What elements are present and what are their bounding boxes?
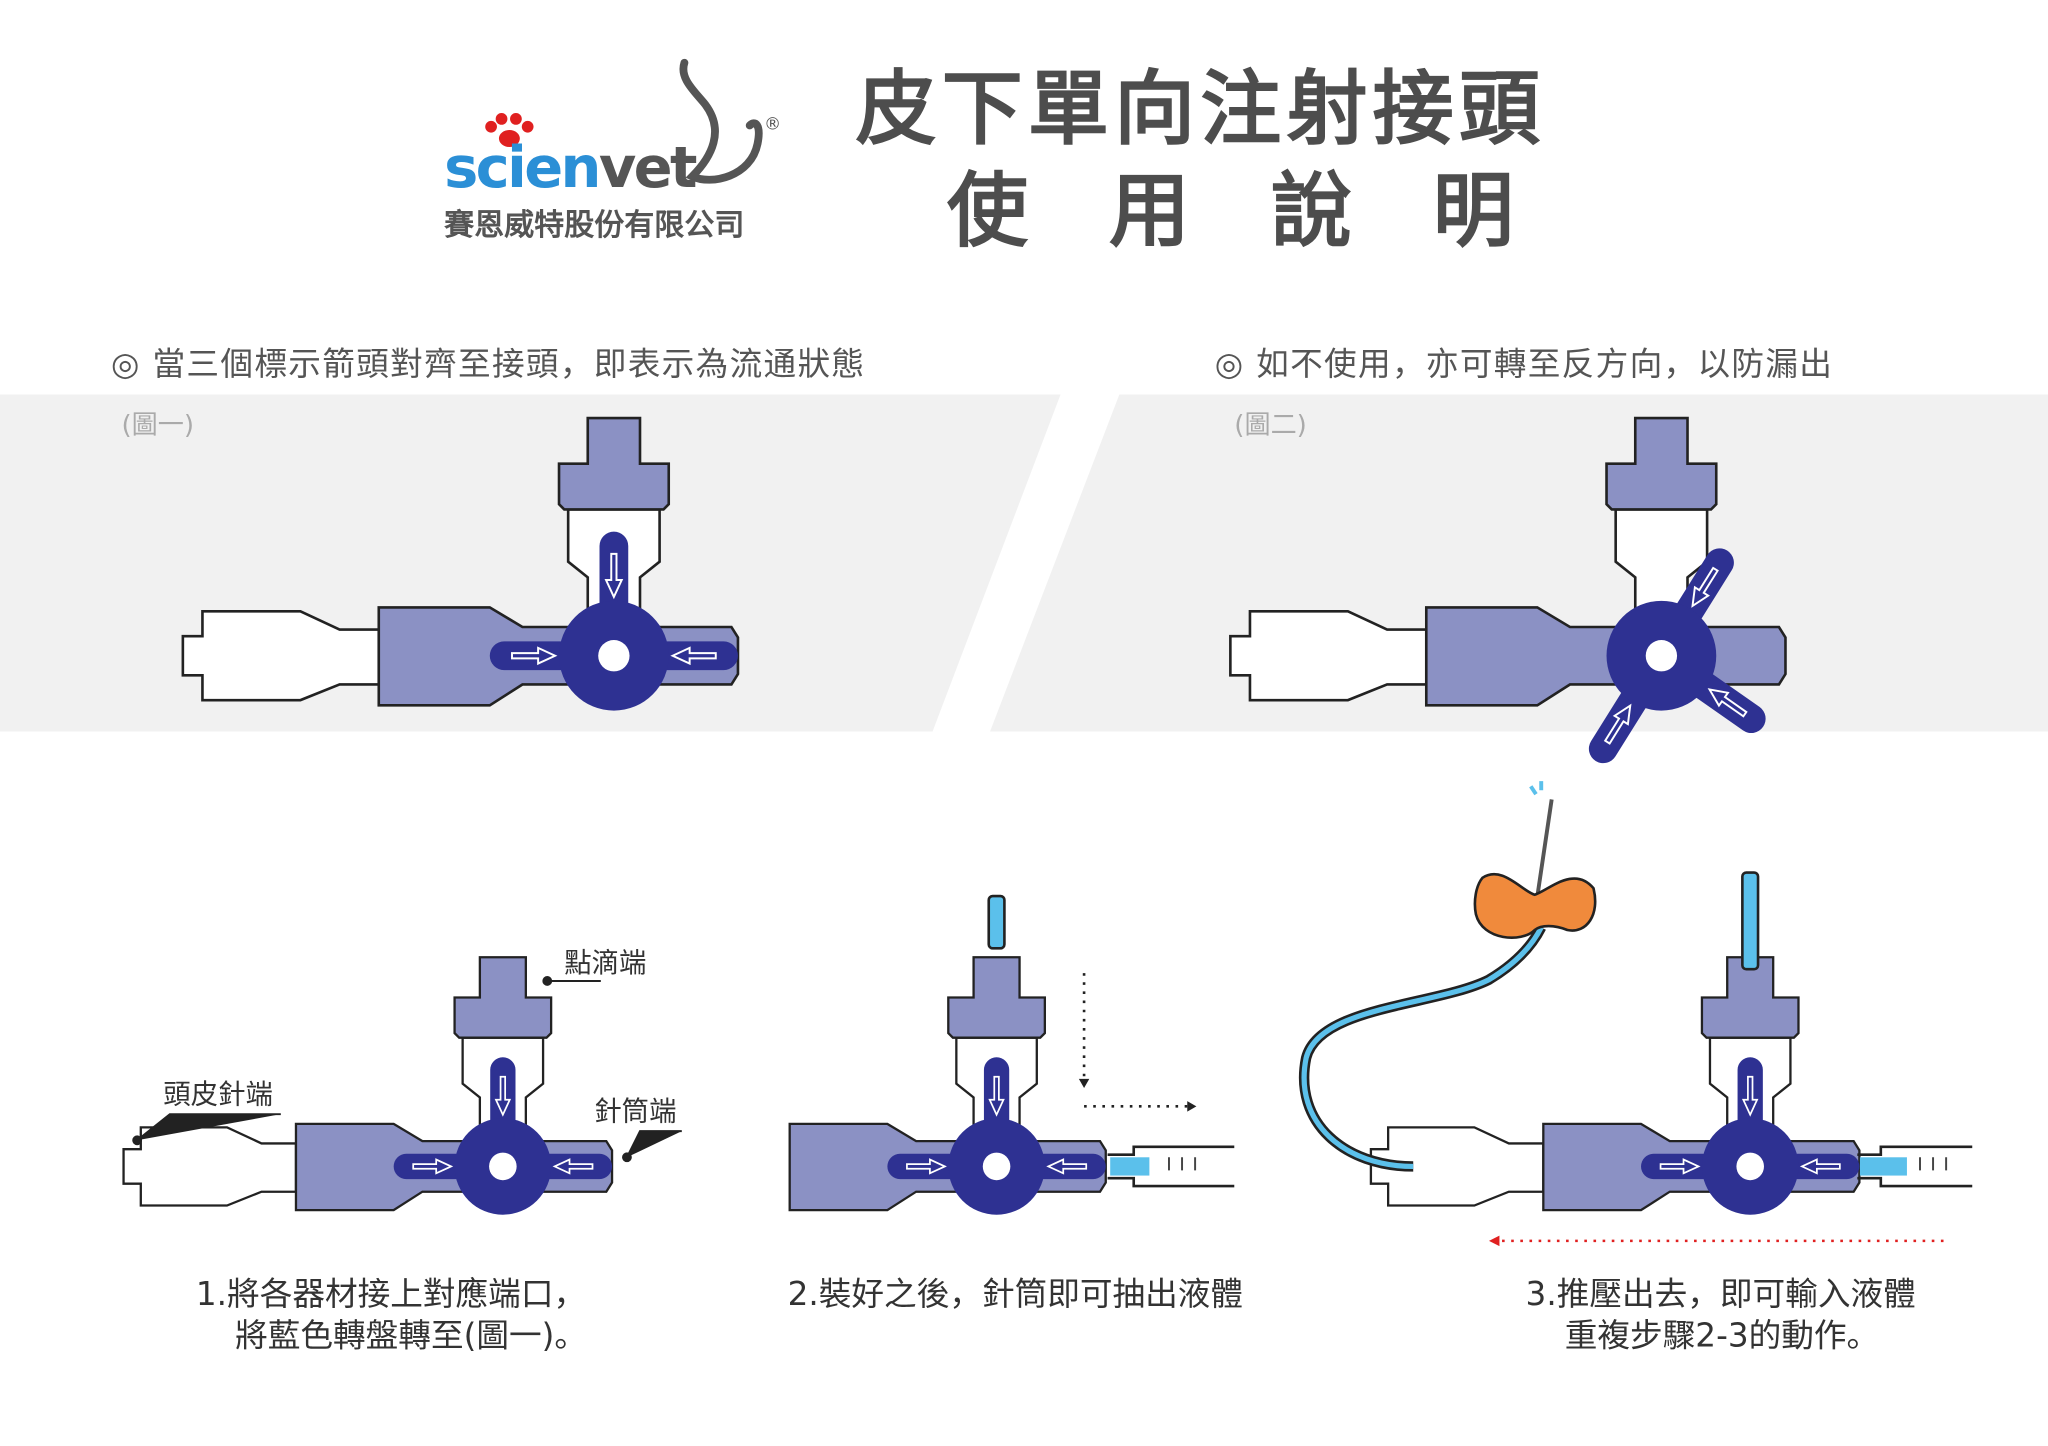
valve-step1: [122, 956, 614, 1215]
drip-end-label: 點滴端: [564, 948, 646, 979]
syringe-end-label: 針筒端: [594, 1097, 676, 1128]
brand-sci: scien: [444, 134, 599, 201]
svg-text:scienvet: scienvet: [444, 134, 697, 201]
paw-icon: [485, 113, 534, 147]
figure1-label: (圖一): [121, 411, 194, 441]
title-line1: 皮下單向注射接頭: [856, 63, 1546, 157]
figure2-caption: ◎ 如不使用，亦可轉至反方向，以防漏出: [1215, 345, 1834, 383]
valve-figure1: [181, 416, 740, 711]
figure1-caption: ◎ 當三個標示箭頭對齊至接頭，即表示為流通狀態: [111, 345, 865, 383]
figure2-label: (圖二): [1234, 411, 1307, 441]
registered-mark: ®: [764, 114, 781, 134]
drip-port-cap: [557, 416, 671, 511]
drip-port-cap: [947, 956, 1046, 1039]
step1-line2: 將藍色轉盤轉至(圖一)。: [235, 1317, 587, 1355]
scalp-needle-connector: [122, 1126, 298, 1207]
title-line2: 使 用 說 明: [947, 165, 1514, 259]
butterfly-needle: [1299, 781, 1597, 1172]
valve-step3: [1369, 956, 1861, 1215]
company-name: 賽恩威特股份有限公司: [444, 208, 744, 243]
drip-port-cap: [1605, 416, 1718, 511]
scalp-needle-end-label: 頭皮針端: [163, 1080, 273, 1111]
step2-line1: 2.裝好之後，針筒即可抽出液體: [788, 1275, 1243, 1313]
brand-vet: vet: [599, 134, 697, 201]
step1-line1: 1.將各器材接上對應端口，: [196, 1275, 586, 1313]
drip-port-cap: [1700, 956, 1800, 1039]
step2-syringe: [987, 894, 1235, 1188]
cat-tail-icon: [679, 58, 763, 184]
step3-syringe: [1488, 871, 1973, 1247]
step3-line2: 重複步驟2-3的動作。: [1565, 1317, 1879, 1355]
step3-line1: 3.推壓出去，即可輸入液體: [1526, 1275, 1916, 1313]
valve-figure2: [1229, 416, 1787, 764]
valve-step2: [788, 956, 1107, 1215]
drip-port-cap: [453, 956, 553, 1039]
scienvet-logo: scienvet ® 賽恩威特股份有限公司: [444, 58, 781, 243]
